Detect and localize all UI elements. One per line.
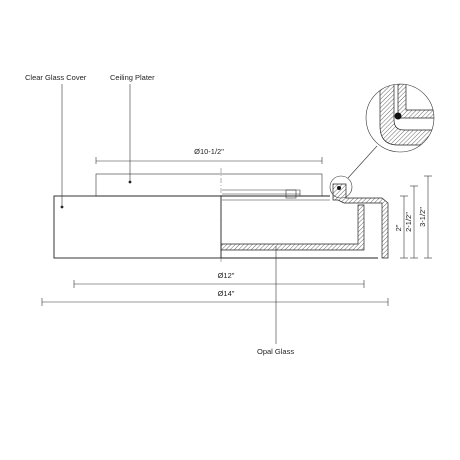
- dim-height-b-text: 2-1/2": [404, 212, 413, 232]
- clear-glass-cover: [53, 195, 222, 259]
- label-clear-glass-cover: Clear Glass Cover: [25, 73, 87, 82]
- dim-heights: [400, 175, 432, 259]
- dim-opal-text: Ø12": [218, 271, 235, 280]
- label-ceiling-plate: Ceiling Plater: [110, 73, 155, 82]
- dim-height-c-text: 3-1/2": [418, 207, 427, 227]
- detail-callout: [329, 83, 435, 199]
- cover-section: [221, 183, 389, 259]
- opal-glass: [220, 186, 365, 251]
- dim-plate-text: Ø10-1/2": [194, 147, 224, 156]
- label-opal-glass: Opal Glass: [257, 347, 294, 356]
- dim-height-a-text: 2": [394, 224, 403, 231]
- dim-cover: [41, 298, 389, 306]
- dim-opal: [73, 280, 365, 288]
- dim-plate: [95, 157, 323, 164]
- leader-lines: [61, 84, 277, 344]
- mounting-bracket: [222, 189, 330, 201]
- dim-cover-text: Ø14": [218, 289, 235, 298]
